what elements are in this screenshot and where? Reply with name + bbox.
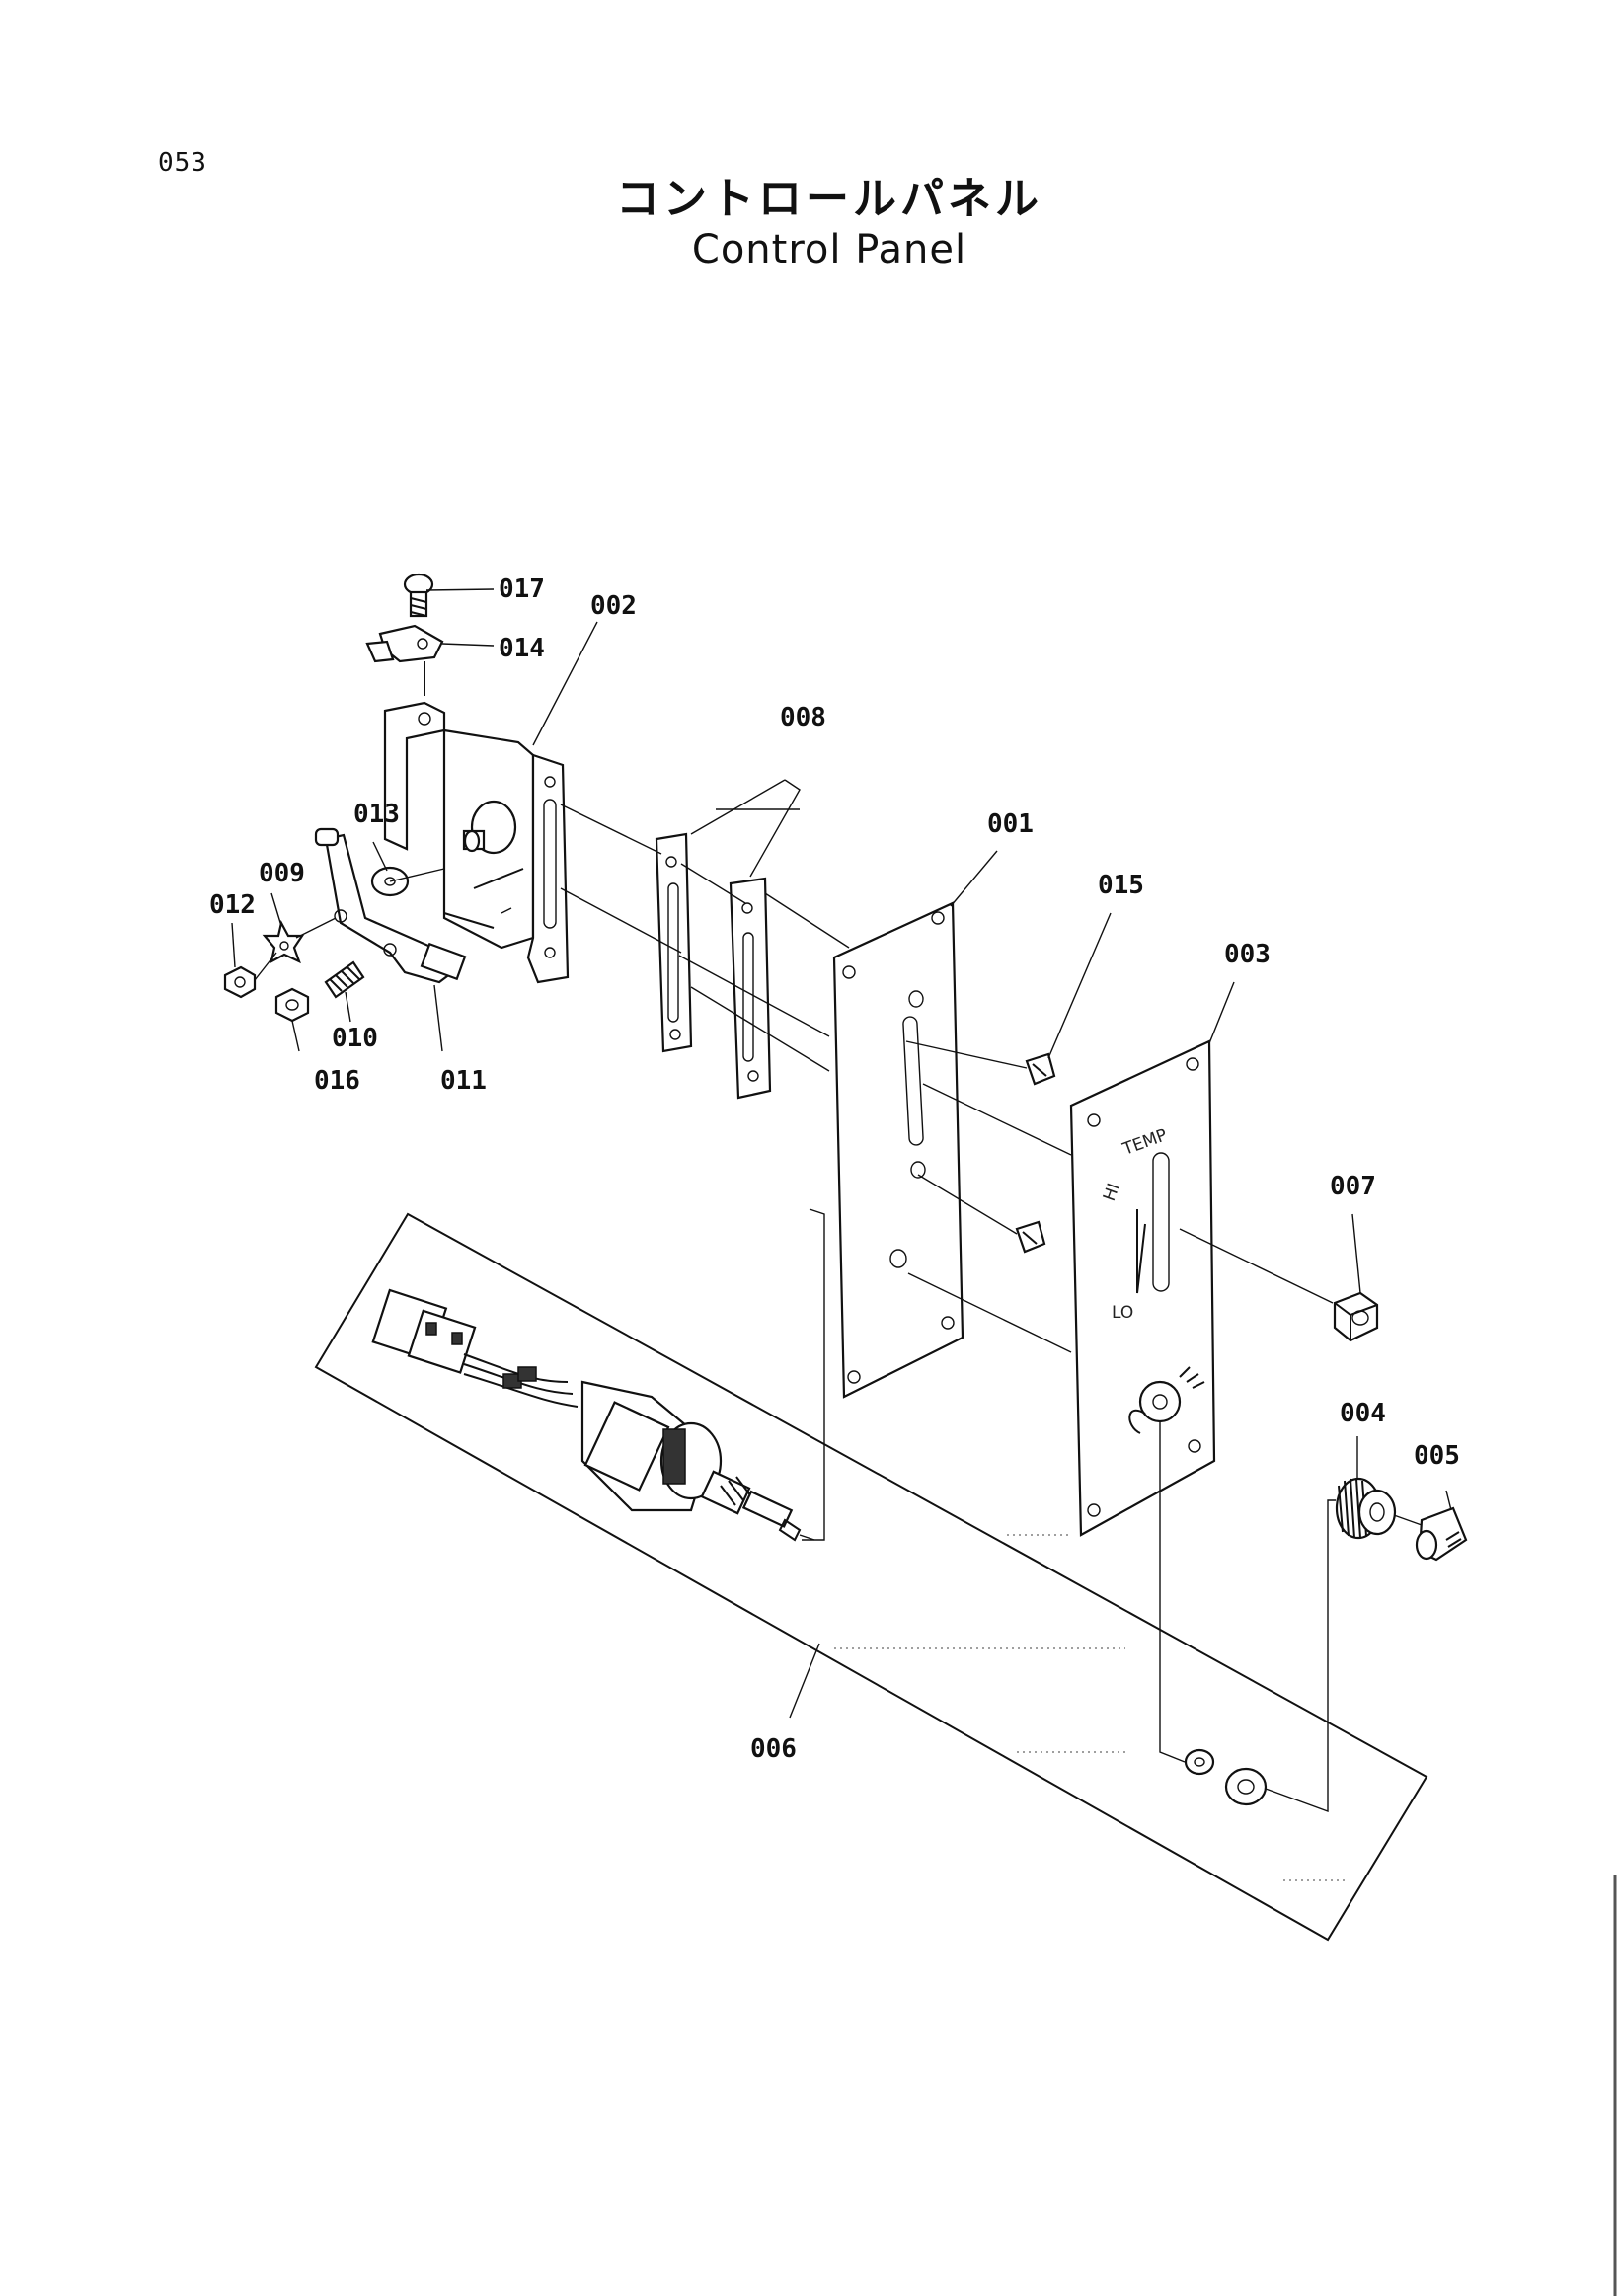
assembly-lines [254,804,1423,1881]
part-010-spring [324,960,365,999]
callout-016: 016 [314,1066,360,1096]
part-002-bracket [383,701,570,984]
callout-002: 002 [590,591,637,621]
callout-001: 001 [987,809,1034,839]
callout-007: 007 [1330,1172,1376,1201]
part-015-screw-upper [1025,1052,1056,1086]
leader-lines [231,588,1452,1719]
part-006-switch-harness [371,1288,802,1542]
callout-008: 008 [780,703,826,732]
panel-label-lo: LO [1112,1303,1133,1323]
callout-013: 013 [353,800,400,829]
part-003-front-panel: TEMP HI LO [1069,1039,1216,1537]
callout-012: 012 [209,890,256,920]
part-005-pointer-knob [1415,1506,1468,1562]
title-english: Control Panel [691,227,967,272]
part-011-lever [314,827,467,984]
part-014-clip [365,624,444,696]
callout-005: 005 [1414,1441,1460,1471]
title-japanese: コントロールパネル [616,174,1042,224]
part-006-harness-frame [314,1212,1428,1942]
part-nut-bottom [1224,1767,1268,1806]
callout-006: 006 [750,1734,797,1764]
part-001-base-panel [832,901,964,1399]
part-012-nut [223,965,257,999]
page-number: 053 [158,148,207,178]
part-008-plate-left [655,832,693,1053]
part-017-screw [403,573,434,618]
callout-015: 015 [1098,871,1144,900]
callout-009: 009 [259,859,305,888]
part-007-slider-knob [1333,1291,1379,1342]
part-washer-bottom [1184,1748,1215,1776]
part-015-screw-lower [1015,1220,1046,1254]
part-008-plate-right [729,877,772,1100]
part-004-knob [1335,1477,1397,1540]
callout-017: 017 [499,574,545,604]
part-009-star-washer [262,919,305,964]
callout-003: 003 [1224,940,1271,969]
callout-004: 004 [1340,1399,1386,1428]
callout-014: 014 [499,634,545,663]
callout-010: 010 [332,1024,378,1053]
callout-labels: 017 014 002 008 013 009 012 010 016 011 … [209,574,1460,1764]
panel-label-hi: HI [1100,1181,1124,1204]
part-016-nut [274,987,310,1023]
callout-011: 011 [440,1066,487,1096]
